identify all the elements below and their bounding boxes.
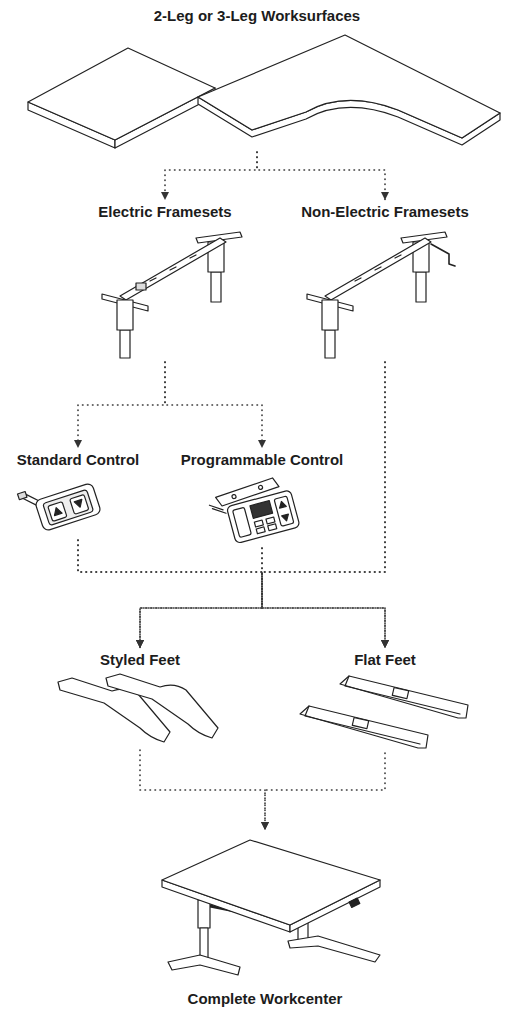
flat-feet-illustration-part — [392, 688, 408, 699]
node-label: Programmable Control — [177, 448, 348, 469]
corner-worksurface-illustration — [198, 35, 500, 145]
workcenter-illustration-part — [168, 955, 240, 975]
worksurface-illustration-part — [28, 48, 215, 140]
electric-frameset-illustration-part — [136, 283, 146, 290]
manual-frameset-illustration-part — [416, 272, 426, 302]
node-label: 2-Leg or 3-Leg Worksurfaces — [150, 4, 364, 25]
flat-feet-illustration-part — [300, 706, 428, 748]
worksurface-illustration — [28, 48, 215, 148]
flow-connector — [262, 362, 385, 648]
component-node: Flat Feet — [290, 648, 480, 753]
programmable-control-illustration-part — [233, 507, 252, 537]
component-node: Electric Framesets — [85, 200, 245, 362]
flat-feet-illustration-part — [305, 706, 420, 744]
manual-frameset-illustration-part — [325, 238, 431, 300]
manual-frameset-illustration-part — [431, 244, 455, 266]
flow-connector — [140, 750, 265, 830]
styled-feet-illustration-part — [106, 674, 218, 738]
component-node: 2-Leg or 3-Leg Worksurfaces — [12, 4, 502, 152]
component-node: Styled Feet — [45, 648, 235, 750]
standard-control-illustration-part — [18, 491, 27, 499]
workcenter-illustration-part — [349, 898, 360, 907]
corner-worksurface-illustration-part — [198, 35, 500, 138]
electric-frameset-illustration-part — [120, 238, 226, 300]
node-label: Non-Electric Framesets — [297, 200, 473, 221]
standard-control-illustration-part — [52, 506, 62, 515]
flow-connector — [257, 152, 385, 200]
standard-control-illustration-part — [43, 489, 94, 525]
flow-connector — [262, 548, 385, 648]
workcenter-illustration-part — [198, 900, 210, 928]
styled-feet-illustration — [58, 674, 218, 742]
node-label: Flat Feet — [350, 648, 420, 669]
programmable-control-illustration-part — [274, 496, 294, 526]
workcenter-illustration — [162, 840, 380, 975]
workcenter-illustration-part — [162, 840, 380, 925]
manual-frameset-illustration-part — [325, 330, 335, 358]
programmable-control-illustration-part — [278, 501, 286, 509]
manual-frameset-illustration-part — [355, 255, 401, 281]
flow-connector — [78, 540, 262, 648]
flow-connector — [78, 362, 165, 448]
programmable-control-illustration — [207, 474, 300, 547]
connector-group — [78, 152, 385, 830]
programmable-control-illustration-part — [226, 490, 300, 544]
component-node: Standard Control — [7, 448, 150, 540]
manual-frameset-illustration — [307, 232, 455, 358]
manual-frameset-illustration-part — [322, 300, 338, 330]
node-label: Styled Feet — [96, 648, 184, 669]
electric-frameset-illustration-part — [211, 272, 221, 302]
component-node: Non-Electric Framesets — [290, 200, 480, 362]
standard-control-illustration — [18, 471, 102, 536]
electric-frameset-illustration-part — [117, 300, 133, 330]
electric-frameset-illustration — [102, 232, 242, 358]
flow-connector — [265, 753, 385, 830]
component-node: Complete Workcenter — [135, 830, 395, 1010]
node-label: Standard Control — [13, 448, 144, 469]
programmable-control-illustration-part — [254, 520, 263, 527]
programmable-control-illustration-part — [209, 502, 226, 517]
electric-frameset-illustration-part — [150, 255, 196, 281]
flow-connector — [78, 540, 385, 648]
component-node: Programmable Control — [167, 448, 357, 548]
programmable-control-illustration-part — [266, 517, 275, 524]
standard-control-illustration-part — [70, 494, 89, 514]
flat-feet-illustration-part — [340, 676, 468, 718]
electric-frameset-illustration-part — [120, 330, 130, 358]
standard-control-illustration-part — [74, 499, 84, 508]
flow-connector — [165, 152, 257, 200]
programmable-control-illustration-part — [256, 527, 265, 534]
flow-connector — [165, 362, 262, 448]
programmable-control-illustration-part — [232, 494, 237, 499]
standard-control-illustration-part — [48, 502, 67, 522]
flow-connector — [140, 362, 385, 648]
node-label: Complete Workcenter — [184, 990, 347, 1010]
programmable-control-illustration-part — [282, 514, 290, 522]
flat-feet-illustration — [300, 676, 468, 748]
flow-connector — [140, 548, 262, 648]
flat-feet-illustration-part — [352, 718, 368, 729]
node-label: Electric Framesets — [94, 200, 235, 221]
programmable-control-illustration-part — [268, 524, 277, 531]
standard-control-illustration-part — [35, 483, 102, 532]
flat-feet-illustration-part — [345, 676, 460, 714]
programmable-control-illustration-part — [258, 485, 263, 490]
workcenter-illustration-part — [200, 928, 208, 958]
programmable-control-illustration-part — [250, 501, 273, 519]
workcenter-illustration-part — [288, 936, 380, 962]
